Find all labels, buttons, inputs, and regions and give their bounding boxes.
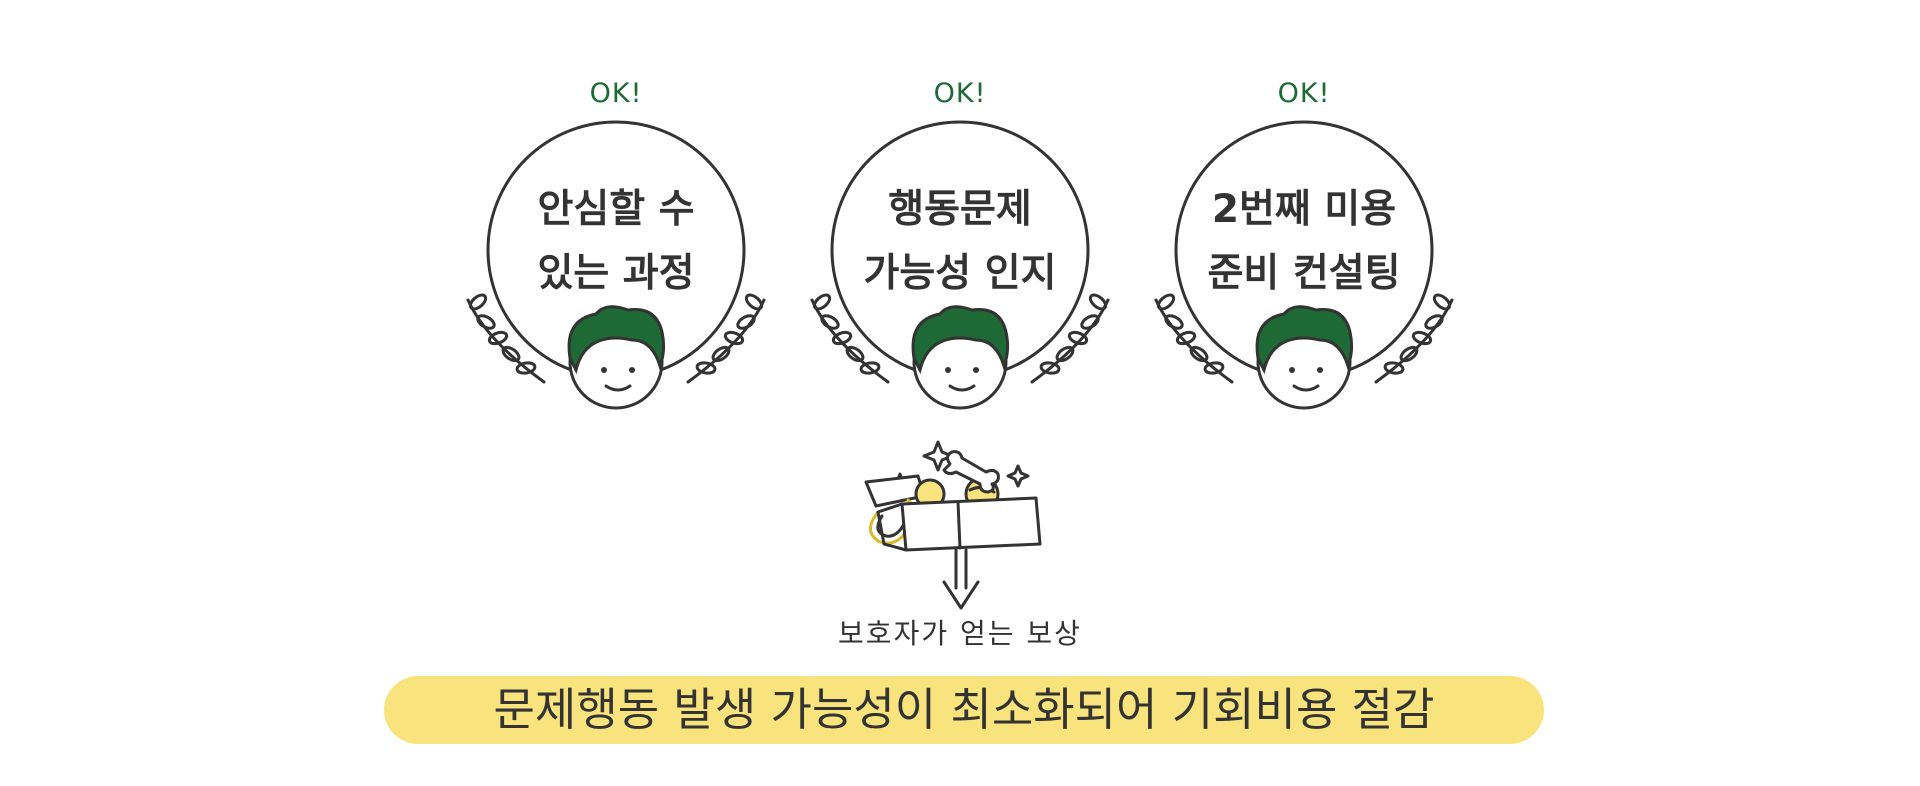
boy-face-icon — [911, 305, 1010, 410]
laurel-circle-icon — [1154, 120, 1454, 410]
badge-behavior-awareness: OK! 행동문제 가능성 인지 — [800, 70, 1120, 430]
badge-title-line1: 행동문제 — [888, 187, 1032, 232]
badge-title-line1: 2번째 미용 — [1211, 187, 1397, 232]
ok-label: OK! — [589, 78, 643, 109]
laurel-circle-icon — [810, 120, 1110, 410]
badge-title-line2: 가능성 인지 — [863, 251, 1057, 296]
badge-title-line1: 안심할 수 — [537, 187, 695, 232]
ok-label: OK! — [933, 78, 987, 109]
ok-label: OK! — [1277, 78, 1331, 109]
laurel-circle-icon — [466, 120, 766, 410]
badge-title-line2: 있는 과정 — [537, 251, 695, 296]
treasure-chest-icon — [864, 440, 1042, 610]
summary-banner-text: 문제행동 발생 가능성이 최소화되어 기회비용 절감 — [493, 683, 1435, 736]
badge-title-line2: 준비 컨설팅 — [1207, 251, 1401, 296]
badge-safe-process: OK! 안심할 수 있는 과정 — [456, 70, 776, 430]
summary-banner: 문제행동 발생 가능성이 최소화되어 기회비용 절감 — [384, 676, 1544, 744]
boy-face-icon — [1255, 305, 1354, 410]
reward-label: 보호자가 얻는 보상 — [838, 617, 1082, 650]
boy-face-icon — [567, 305, 666, 410]
badge-second-grooming: OK! 2번째 미용 준비 컨설팅 — [1144, 70, 1464, 430]
